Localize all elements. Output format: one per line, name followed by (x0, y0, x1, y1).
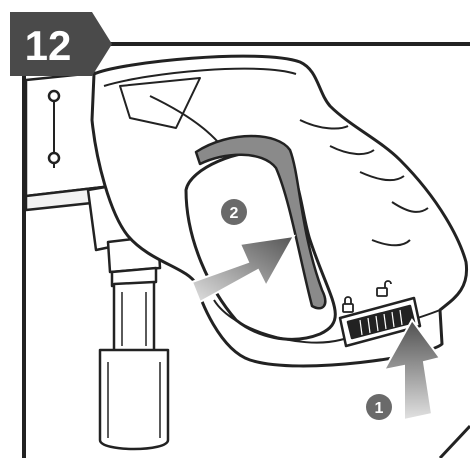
step-badge: 12 (10, 12, 112, 76)
marker-2: 2 (221, 199, 247, 225)
step-number: 12 (25, 22, 72, 69)
marker-1-label: 1 (375, 400, 384, 417)
marker-2-label: 2 (230, 205, 239, 222)
marker-1: 1 (366, 394, 392, 420)
